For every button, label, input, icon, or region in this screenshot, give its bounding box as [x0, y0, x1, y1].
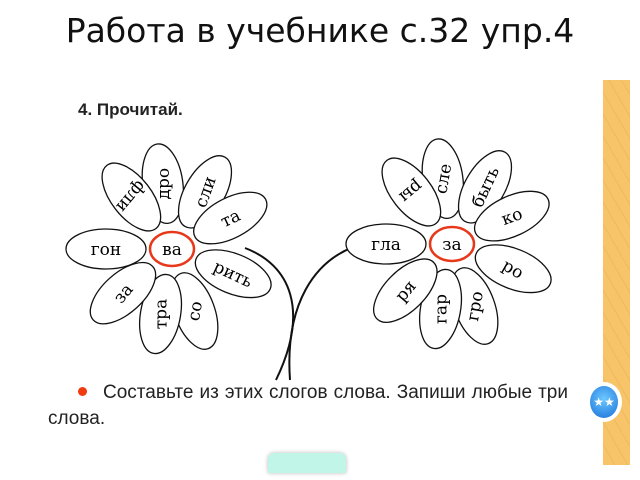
stem-left	[244, 247, 295, 381]
petal-shape	[89, 261, 157, 325]
syllable: гон	[91, 240, 121, 260]
center-syllable: ва	[162, 240, 182, 260]
petal: фли	[101, 162, 162, 232]
syllable: дро	[154, 168, 174, 200]
petal-shape	[381, 157, 442, 227]
stars-badge-icon[interactable]: ★★	[586, 382, 622, 422]
petal: гла	[345, 223, 427, 265]
slide-title: Работа в учебнике с.32 упр.4	[65, 11, 575, 50]
syllable: тра	[152, 299, 172, 329]
petal: ры	[381, 157, 442, 227]
task-text: Составьте из этих слогов слова. Запиши л…	[48, 380, 568, 432]
task-sentence: Составьте из этих слогов слова. Запиши л…	[48, 382, 568, 429]
petal: рить	[194, 249, 272, 299]
petal: та	[193, 191, 268, 245]
petal-shape	[345, 223, 427, 265]
petal: ко	[473, 190, 550, 242]
syllable: со	[184, 300, 207, 323]
petal-shape	[194, 249, 272, 299]
petal-shape	[101, 162, 162, 232]
syllable: гар	[432, 294, 452, 324]
petal: ря	[373, 258, 438, 323]
bullet-icon	[78, 387, 87, 397]
syllable: гла	[371, 235, 401, 255]
petal: со	[170, 272, 219, 350]
petal-shape	[373, 258, 438, 323]
bottom-tab[interactable]	[268, 453, 346, 473]
petal-shape	[139, 273, 183, 355]
petal: тра	[139, 273, 183, 355]
petal-shape	[65, 228, 147, 270]
petal: гон	[65, 228, 147, 270]
petal-shape	[457, 150, 513, 224]
stem-right	[288, 241, 371, 381]
flower-center	[428, 225, 476, 263]
exercise-label: 4. Прочитай.	[78, 100, 183, 119]
center-syllable: за	[442, 235, 461, 255]
petal-shape	[474, 244, 552, 294]
petal: за	[89, 261, 157, 325]
flower-center	[148, 230, 196, 268]
petal: гро	[450, 267, 499, 345]
petal-shape	[193, 191, 268, 245]
petal-shape	[473, 190, 550, 242]
petal: ро	[474, 244, 552, 294]
